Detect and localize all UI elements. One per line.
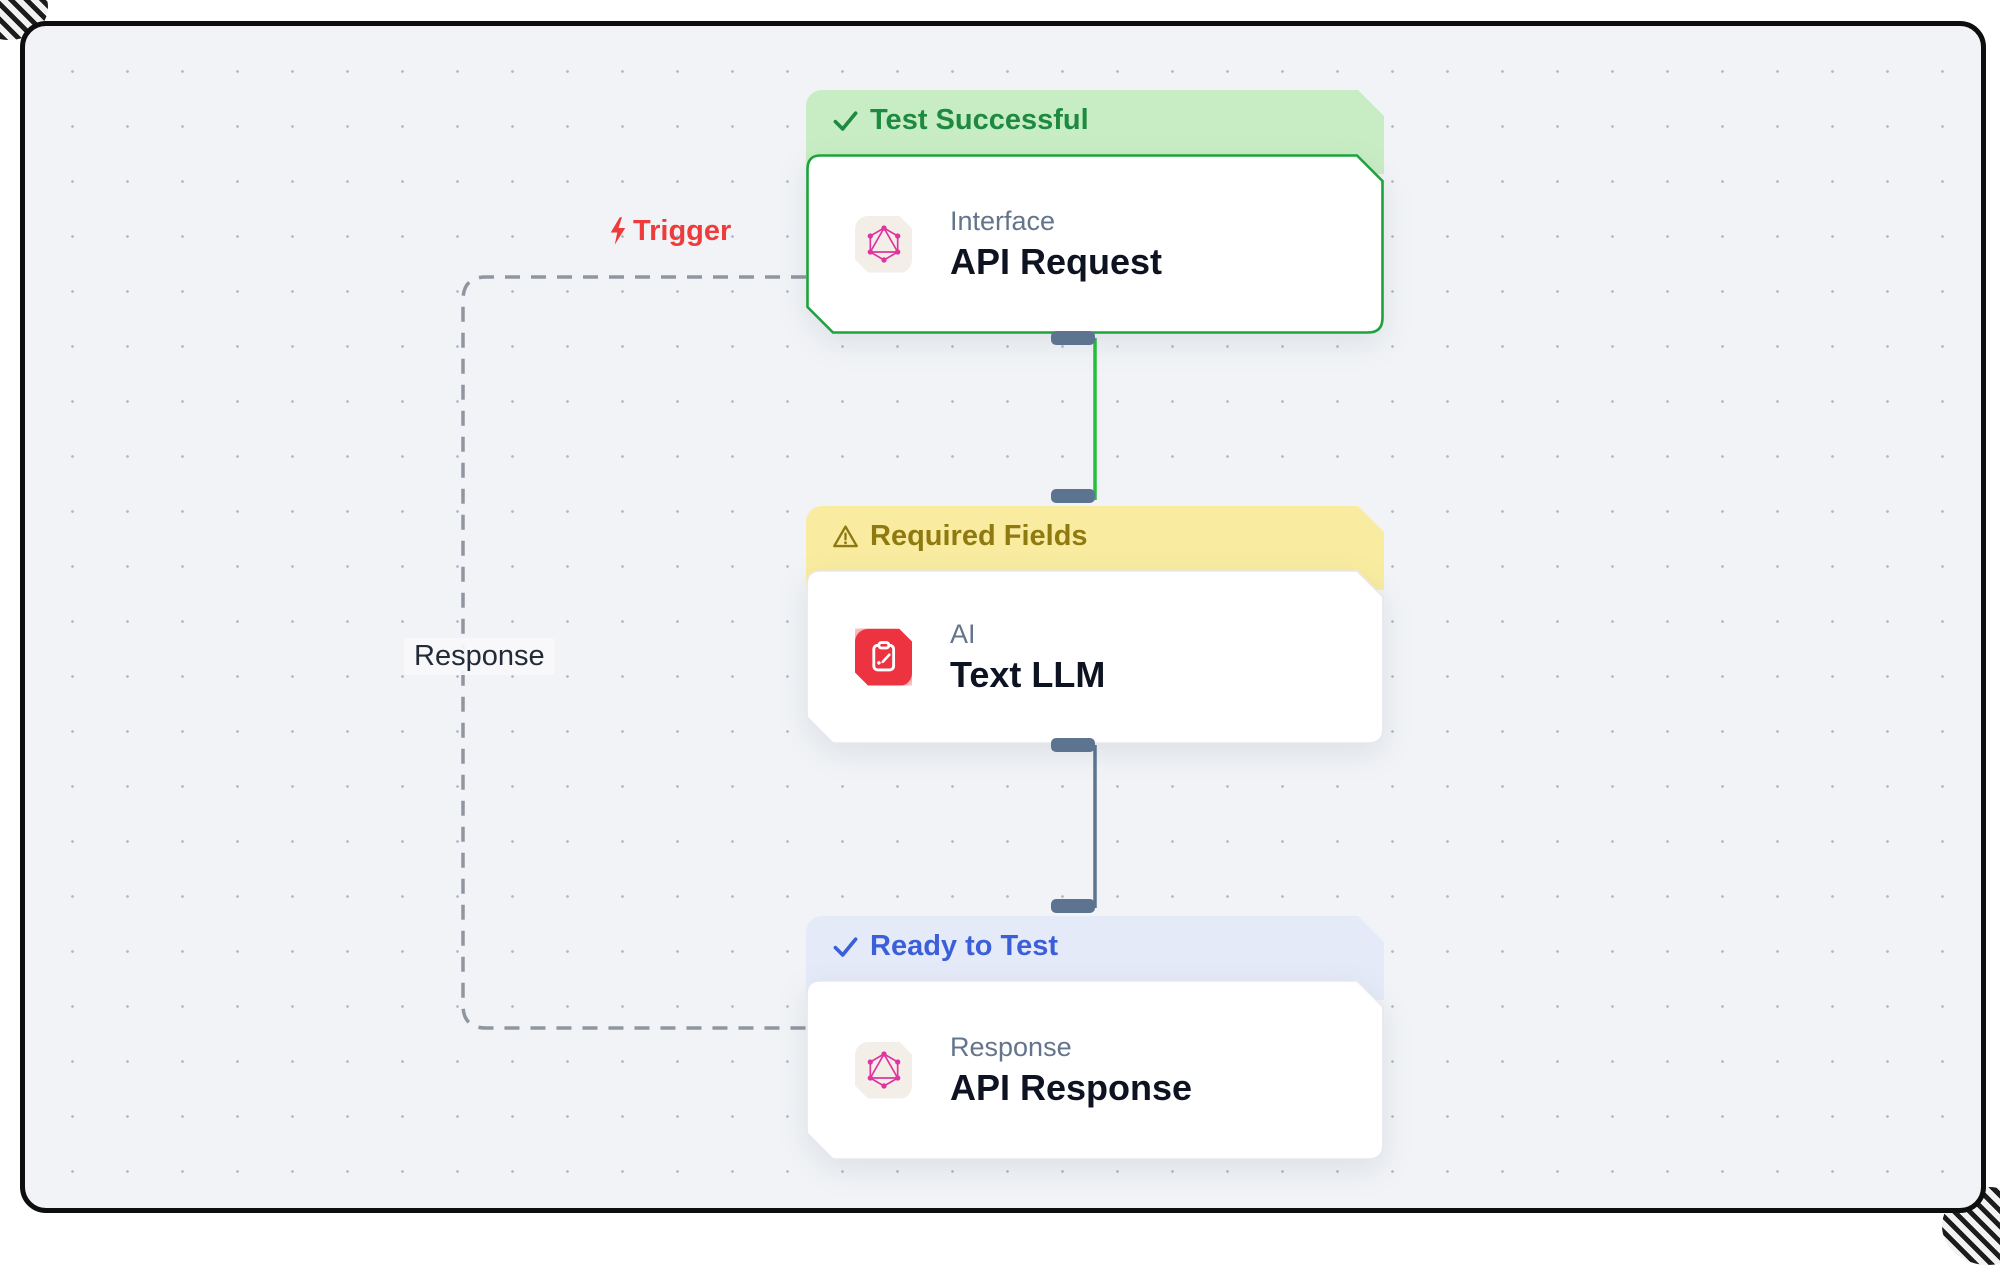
node-api-request[interactable]: Test Successful	[806, 90, 1384, 345]
node-title: API Request	[950, 241, 1163, 282]
trigger-label: Trigger	[606, 216, 731, 246]
response-edge-label: Response	[404, 638, 555, 675]
node-category: Response	[950, 1032, 1072, 1062]
input-handle-text-llm[interactable]	[1051, 489, 1095, 503]
status-banner-label: Test Successful	[870, 104, 1089, 136]
node-card[interactable]: Interface API Request	[806, 154, 1384, 334]
output-handle-text-llm[interactable]	[1051, 738, 1095, 752]
node-text-llm[interactable]: Required Fields AI Text LLM	[806, 489, 1384, 752]
check-icon	[832, 107, 859, 134]
check-icon	[832, 933, 859, 960]
node-card-outline	[806, 570, 1384, 744]
node-card[interactable]: Response API Response	[806, 980, 1384, 1160]
node-title: Text LLM	[950, 654, 1106, 695]
clipboard-pencil-icon	[855, 629, 912, 686]
status-banner-label: Ready to Test	[870, 930, 1059, 962]
status-banner-label: Required Fields	[870, 520, 1088, 552]
node-api-response[interactable]: Ready to Test	[806, 899, 1384, 1162]
node-title: API Response	[950, 1067, 1193, 1108]
input-handle-api-response[interactable]	[1051, 899, 1095, 913]
node-card-outline	[806, 154, 1384, 334]
node-category: AI	[950, 619, 976, 649]
node-category: Interface	[950, 206, 1056, 236]
warning-icon	[832, 523, 859, 550]
node-card-outline	[806, 980, 1384, 1160]
lightning-bolt-icon	[610, 217, 626, 245]
graphql-icon	[855, 216, 912, 273]
node-card[interactable]: AI Text LLM	[806, 570, 1384, 744]
output-handle-api-request[interactable]	[1051, 331, 1095, 345]
graphql-icon	[855, 1042, 912, 1099]
trigger-label-text: Trigger	[633, 214, 732, 247]
